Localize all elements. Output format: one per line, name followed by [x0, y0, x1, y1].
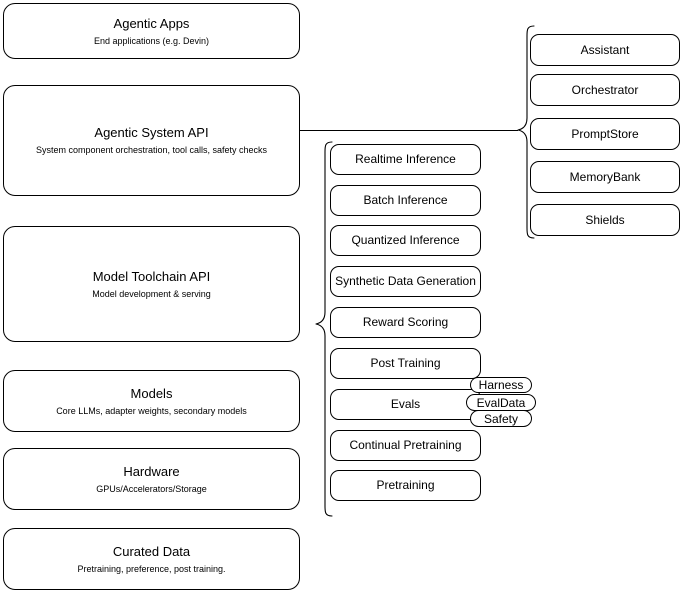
layer-title: Agentic System API — [94, 125, 209, 140]
layer-subtitle: Pretraining, preference, post training. — [77, 563, 226, 574]
layer-subtitle: GPUs/Accelerators/Storage — [96, 483, 207, 494]
subcomponent-pill-harness[interactable]: Harness — [470, 377, 532, 393]
component-box-promptstore[interactable]: PromptStore — [530, 118, 680, 150]
component-box-shields[interactable]: Shields — [530, 204, 680, 236]
layer-box-model-toolchain-api[interactable]: Model Toolchain API Model development & … — [3, 226, 300, 342]
component-title: Realtime Inference — [355, 152, 456, 166]
component-title: Reward Scoring — [362, 315, 449, 329]
layer-subtitle: Model development & serving — [92, 288, 211, 299]
component-box-assistant[interactable]: Assistant — [530, 34, 680, 66]
component-box-reward-scoring[interactable]: Reward Scoring — [330, 307, 481, 338]
subcomponent-title: Harness — [478, 378, 524, 392]
component-title: Pretraining — [376, 478, 435, 492]
layer-box-agentic-system-api[interactable]: Agentic System API System component orch… — [3, 85, 300, 196]
subcomponent-title: Safety — [483, 411, 519, 426]
component-title: Orchestrator — [571, 82, 639, 97]
layer-subtitle: End applications (e.g. Devin) — [93, 35, 210, 46]
component-box-continual-pretraining[interactable]: Continual Pretraining — [330, 430, 481, 461]
layer-box-agentic-apps[interactable]: Agentic Apps End applications (e.g. Devi… — [3, 3, 300, 59]
layer-title: Model Toolchain API — [92, 268, 211, 284]
layer-box-curated-data[interactable]: Curated Data Pretraining, preference, po… — [3, 528, 300, 590]
component-box-quantized-inference[interactable]: Quantized Inference — [330, 225, 481, 256]
component-title: Batch Inference — [363, 193, 448, 207]
layer-title: Hardware — [123, 463, 180, 479]
component-title: Synthetic Data Generation — [335, 274, 476, 288]
component-title: MemoryBank — [569, 169, 641, 184]
component-box-orchestrator[interactable]: Orchestrator — [530, 74, 680, 106]
component-title: Continual Pretraining — [349, 438, 462, 452]
layer-title: Models — [130, 385, 173, 401]
layer-box-models[interactable]: Models Core LLMs, adapter weights, secon… — [3, 370, 300, 432]
component-title: PromptStore — [571, 126, 639, 141]
component-box-post-training[interactable]: Post Training — [330, 348, 481, 379]
component-box-batch-inference[interactable]: Batch Inference — [330, 185, 481, 216]
component-title: Quantized Inference — [351, 233, 460, 247]
layer-box-hardware[interactable]: Hardware GPUs/Accelerators/Storage — [3, 448, 300, 510]
subcomponent-pill-evaldata[interactable]: EvalData — [466, 394, 536, 411]
component-title: Shields — [585, 212, 625, 227]
component-title: Evals — [390, 397, 421, 411]
layer-title: Curated Data — [112, 543, 191, 559]
component-title: Assistant — [580, 42, 630, 57]
component-box-synthetic-data-generation[interactable]: Synthetic Data Generation — [330, 266, 481, 297]
layer-subtitle: System component orchestration, tool cal… — [35, 145, 268, 155]
component-box-evals[interactable]: Evals — [330, 389, 481, 420]
component-box-realtime-inference[interactable]: Realtime Inference — [330, 144, 481, 175]
subcomponent-pill-safety[interactable]: Safety — [470, 410, 532, 427]
component-box-pretraining[interactable]: Pretraining — [330, 470, 481, 501]
brace-toolchain-components — [315, 141, 333, 517]
connector-line-system-api-to-components — [300, 130, 518, 131]
component-box-memorybank[interactable]: MemoryBank — [530, 161, 680, 193]
subcomponent-title: EvalData — [476, 395, 526, 410]
component-title: Post Training — [370, 356, 441, 370]
brace-system-components — [517, 25, 535, 239]
layer-title: Agentic Apps — [113, 15, 190, 31]
layer-subtitle: Core LLMs, adapter weights, secondary mo… — [56, 405, 247, 416]
